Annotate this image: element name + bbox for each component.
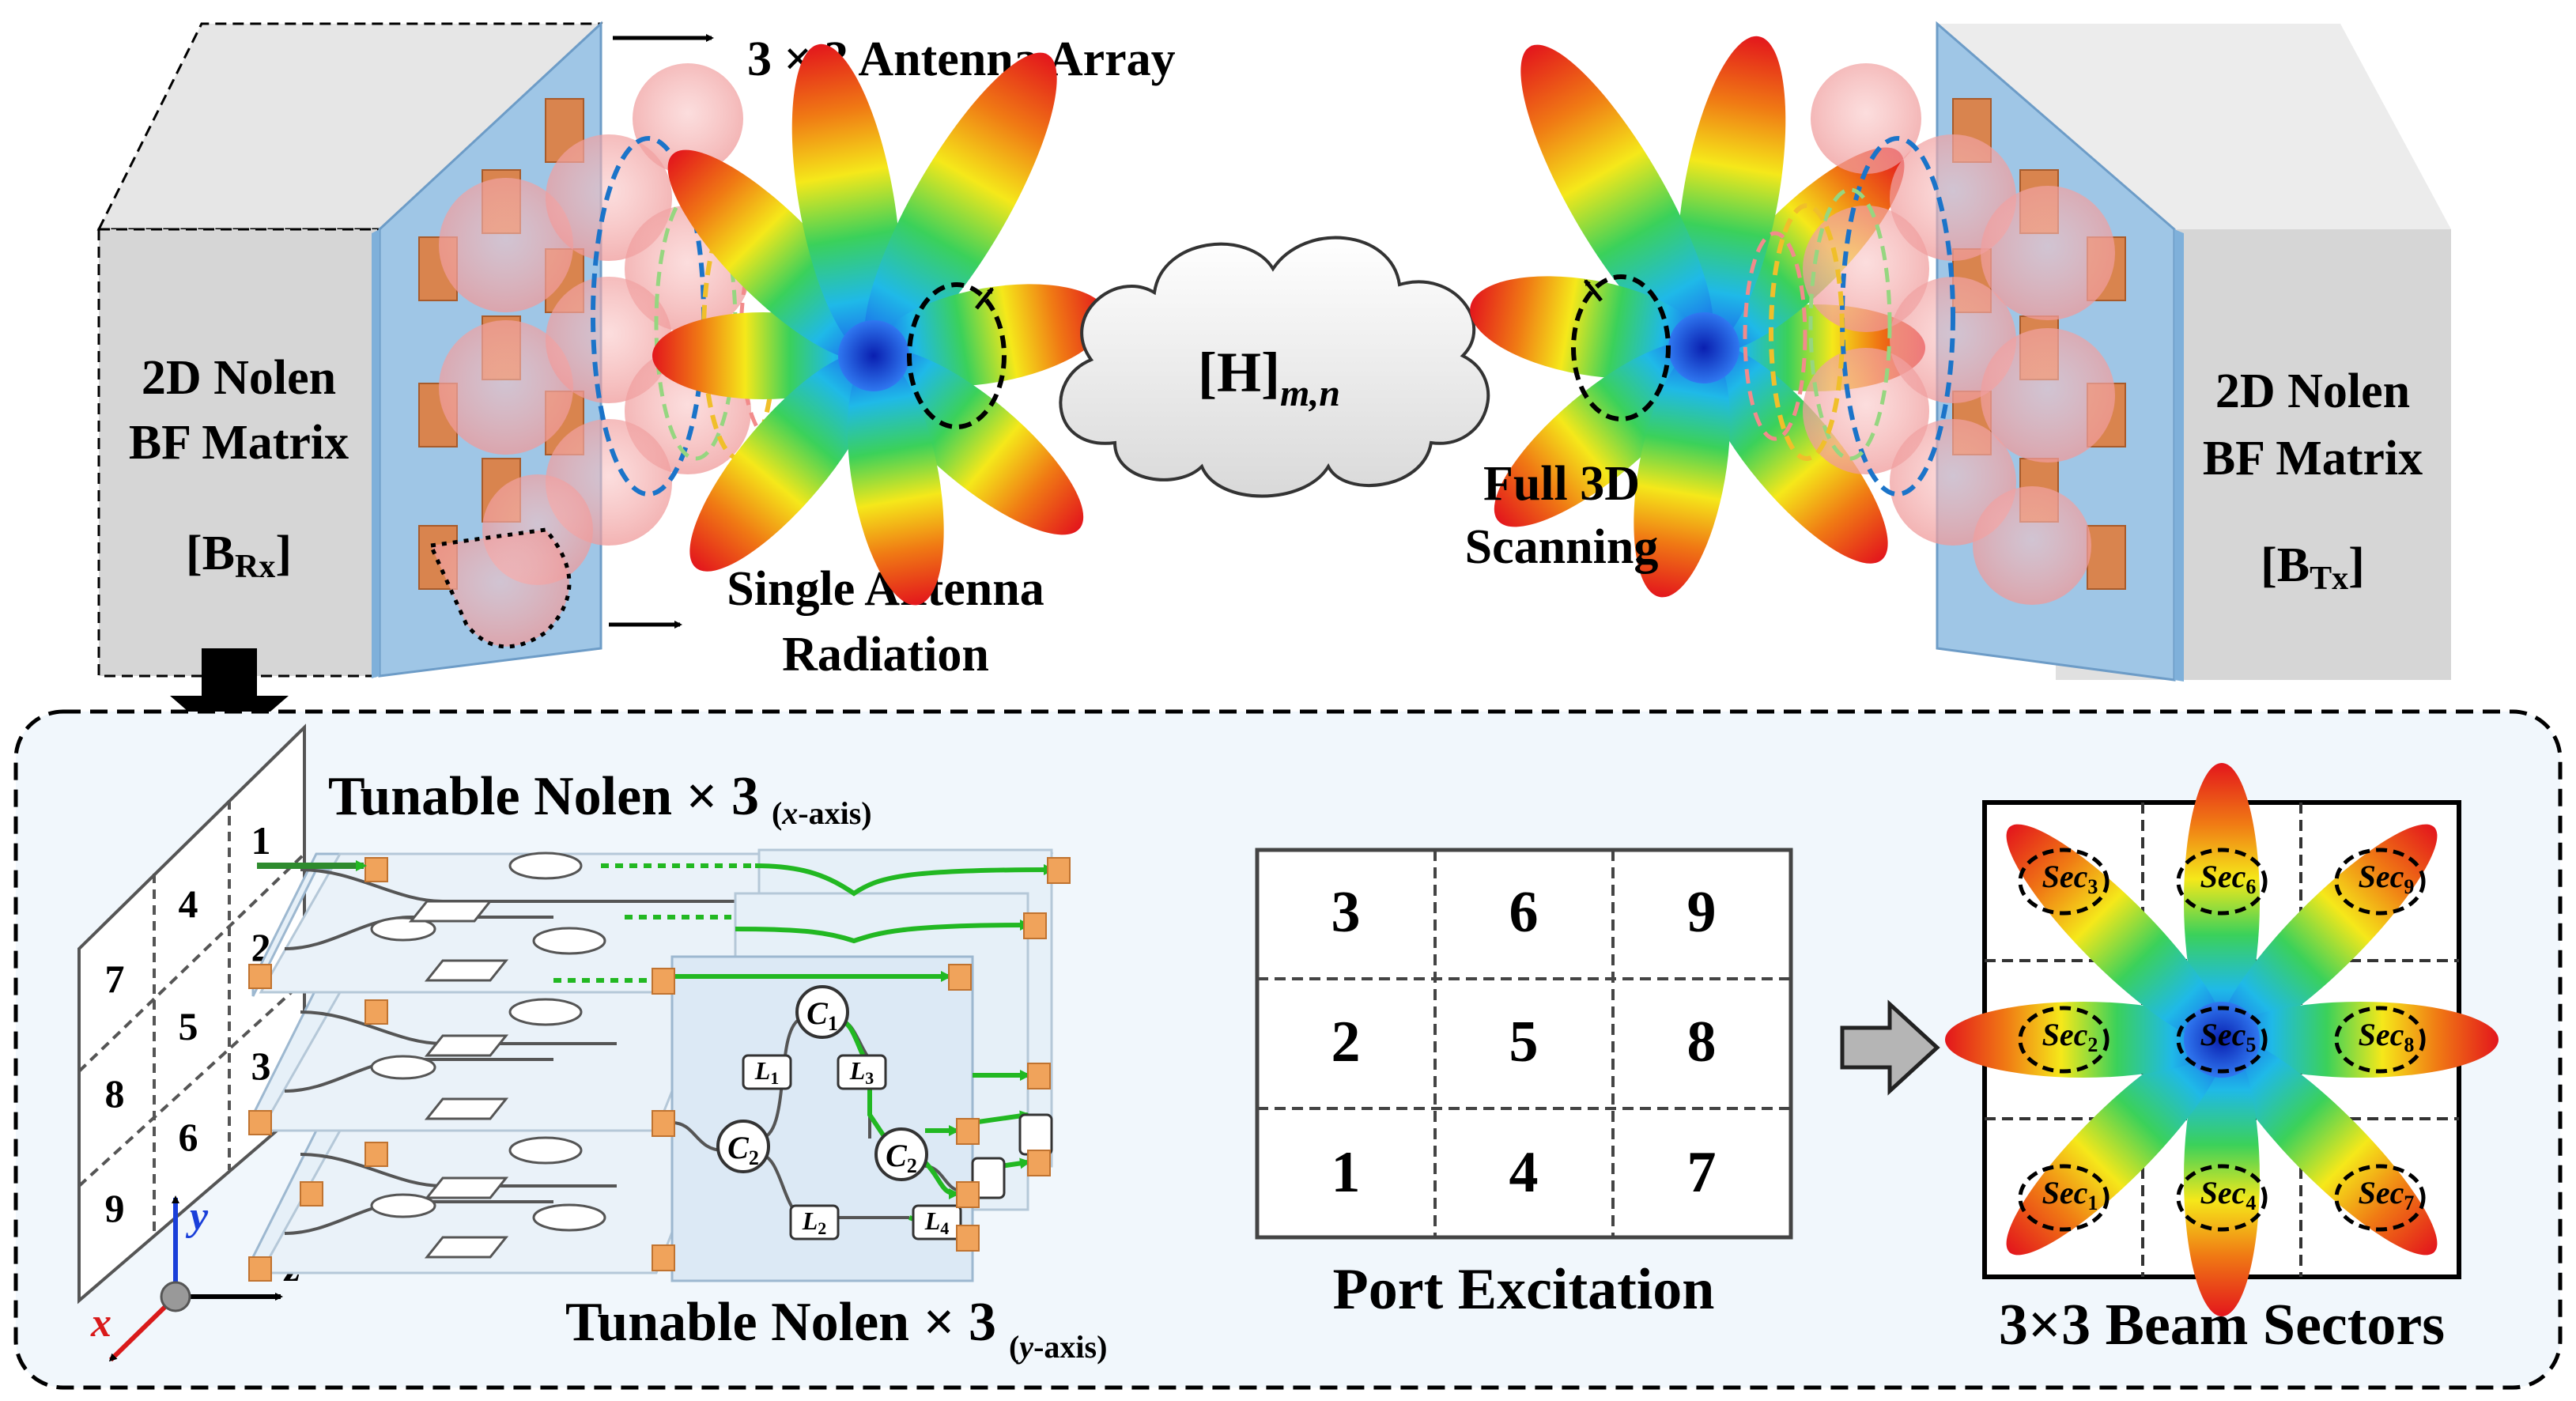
excitation-cell-7: 7 — [1687, 1140, 1717, 1205]
tx-beam-pattern — [1470, 36, 1925, 598]
circuit-stack — [248, 848, 1071, 1282]
line-l1: L1 — [754, 1056, 780, 1088]
sector-9: Sec9 — [2359, 859, 2415, 898]
down-arrow — [170, 648, 289, 747]
excitation-cell-9: 9 — [1687, 880, 1717, 945]
excitation-cell-1: 1 — [1331, 1140, 1361, 1205]
panel-port-4: 4 — [179, 882, 198, 926]
tunable-x-label: Tunable Nolen × 3(x-axis) — [328, 766, 872, 831]
channel-label: [H]m,n — [1198, 341, 1340, 414]
scanning-line1: Full 3D — [1483, 457, 1640, 511]
sector-rotation-markers — [2018, 848, 2426, 1232]
coupler-c1: C1 — [806, 995, 838, 1035]
port-excitation-grid — [1255, 848, 1793, 1240]
tx-radiation-bubbles — [1803, 63, 2115, 605]
panel-port-1: 1 — [251, 818, 271, 863]
tx-box-line1: 2D Nolen — [2215, 364, 2410, 418]
coupler-c2-right: C2 — [886, 1138, 917, 1177]
sector-6: Sec6 — [2200, 859, 2257, 898]
channel-cloud — [1059, 236, 1490, 498]
sector-7: Sec7 — [2359, 1175, 2415, 1214]
port-excitation-title: Port Excitation — [1333, 1257, 1715, 1322]
panel-port-8: 8 — [105, 1071, 125, 1116]
line-l2: L2 — [802, 1207, 827, 1238]
rx-matrix-label: [BRx] — [186, 527, 292, 585]
beam-sectors-title: 3×3 Beam Sectors — [1999, 1293, 2445, 1358]
excitation-cell-2: 2 — [1331, 1010, 1361, 1074]
tx-matrix-label: [BTx] — [2261, 538, 2365, 597]
panel-port-3: 3 — [251, 1044, 271, 1088]
axis-x-label: x — [90, 1301, 111, 1346]
right-arrow — [1840, 999, 1940, 1096]
rx-box-line1: 2D Nolen — [142, 351, 336, 405]
panel-port-6: 6 — [179, 1115, 198, 1159]
line-l3: L3 — [849, 1056, 874, 1088]
tx-box-line2: BF Matrix — [2203, 432, 2423, 485]
coupler-c2-left: C2 — [727, 1130, 759, 1169]
sector-4: Sec4 — [2200, 1175, 2257, 1214]
axes-indicator — [108, 1195, 283, 1362]
sector-8: Sec8 — [2359, 1017, 2415, 1056]
sector-2: Sec2 — [2042, 1017, 2098, 1056]
excitation-cell-4: 4 — [1509, 1140, 1539, 1205]
panel-port-5: 5 — [179, 1004, 198, 1048]
panel-port-7: 7 — [105, 957, 125, 1001]
scanning-line2: Scanning — [1465, 520, 1659, 574]
excitation-cell-8: 8 — [1687, 1010, 1717, 1074]
single-antenna-line2: Radiation — [782, 628, 989, 682]
tx-bf-matrix-box — [1743, 21, 2451, 682]
tunable-y-label: Tunable Nolen × 3(y-axis) — [565, 1292, 1107, 1365]
excitation-cell-5: 5 — [1509, 1010, 1539, 1074]
panel-port-9: 9 — [105, 1186, 125, 1230]
sector-1: Sec1 — [2042, 1175, 2098, 1214]
sector-3: Sec3 — [2042, 859, 2098, 898]
rx-beam-pattern — [652, 43, 1108, 606]
line-l4: L4 — [924, 1207, 950, 1238]
excitation-cell-3: 3 — [1331, 880, 1361, 945]
rx-box-line2: BF Matrix — [129, 416, 349, 470]
sector-5: Sec5 — [2200, 1017, 2257, 1056]
excitation-cell-6: 6 — [1509, 880, 1539, 945]
rx-bf-matrix-box — [96, 21, 803, 678]
beam-sectors-flower — [1945, 763, 2499, 1316]
single-antenna-outline — [428, 527, 572, 649]
